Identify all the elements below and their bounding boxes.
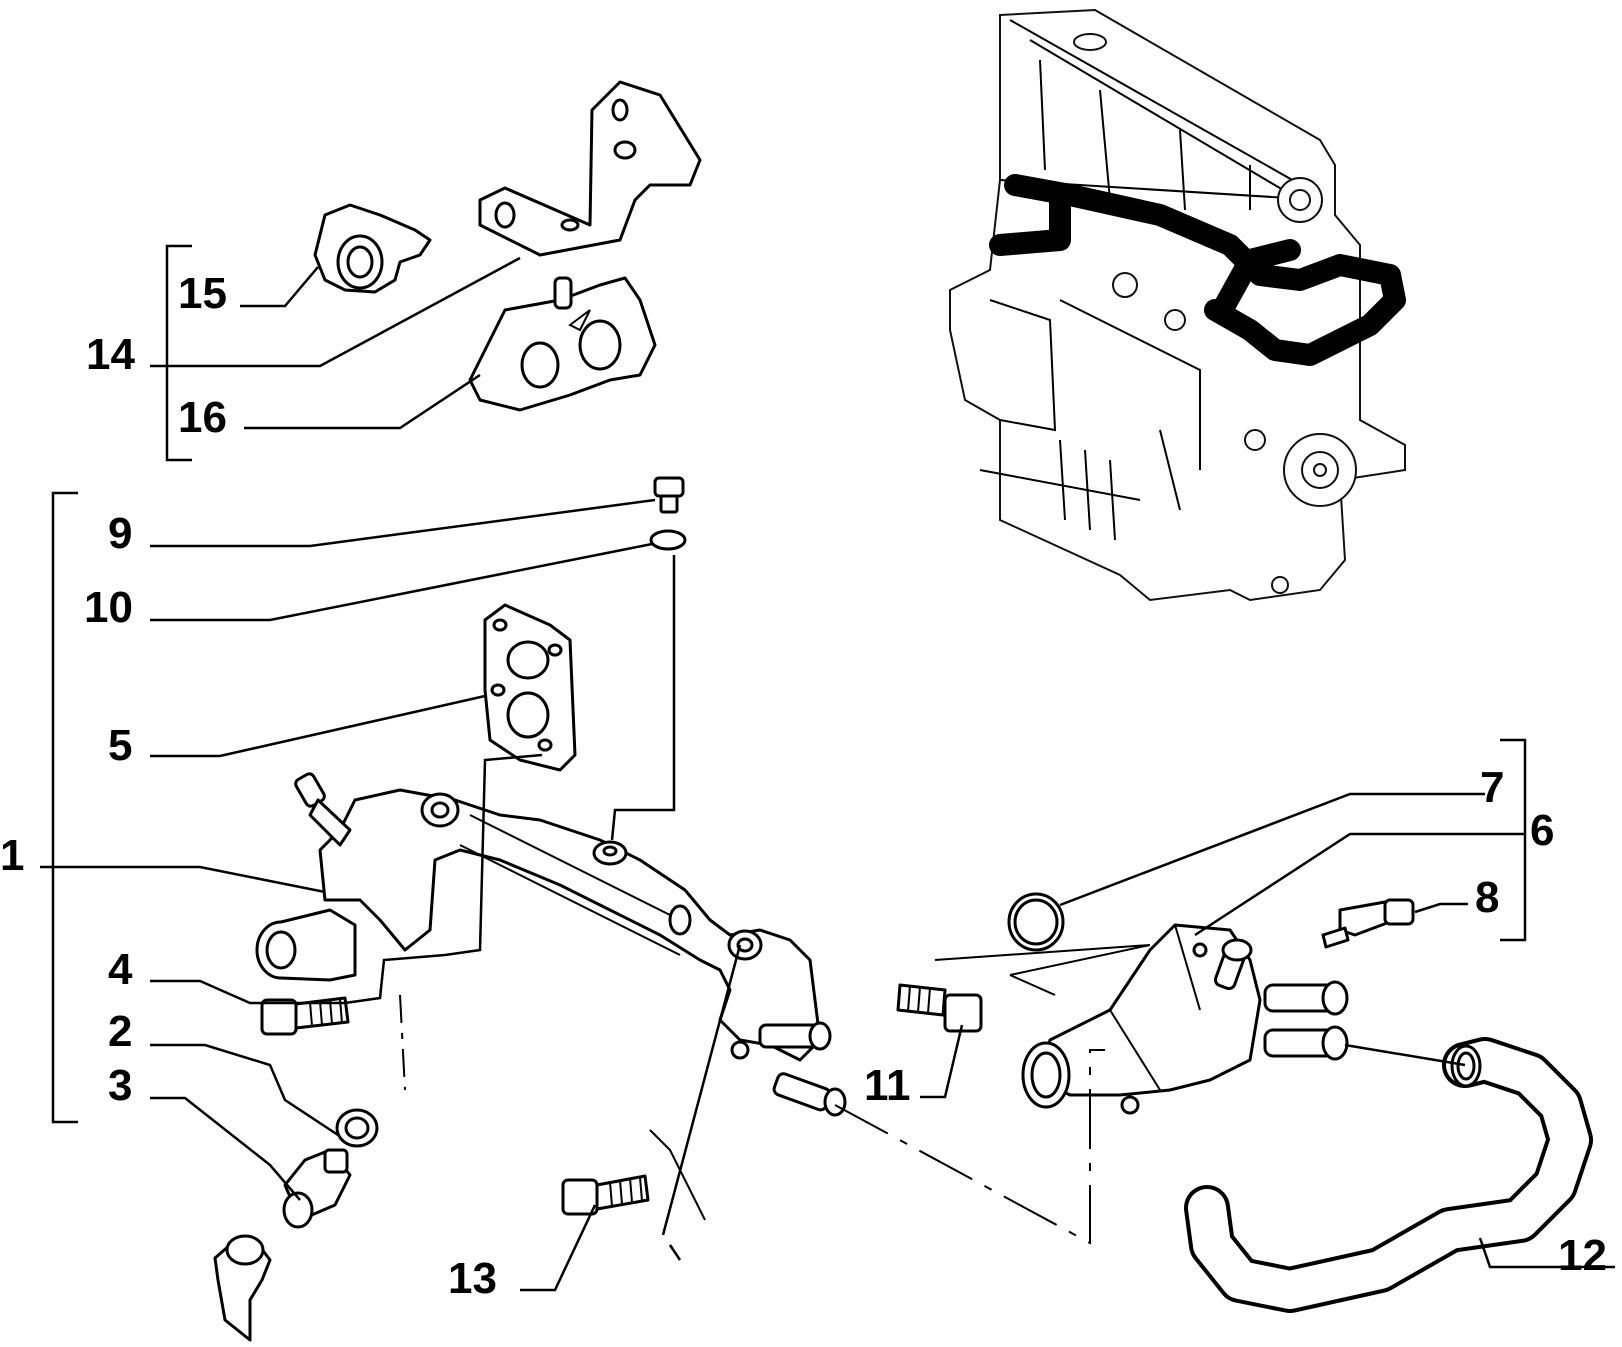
callout-6: 6: [1530, 806, 1554, 855]
callout-14: 14: [86, 330, 135, 379]
engine-block-illustration: [949, 8, 1406, 602]
bracket-part-illustration: [478, 80, 702, 257]
callout-12: 12: [1558, 1231, 1607, 1280]
hose-12-illustration: [1184, 1037, 1593, 1313]
hose-clamp-illustration: [313, 203, 432, 294]
callout-1: 1: [0, 831, 24, 880]
group-brace-1: [51, 491, 78, 1124]
group-brace-14: [165, 244, 192, 462]
thermostat-housing-6-illustration: [1021, 923, 1349, 1115]
callout-11: 11: [864, 1061, 911, 1110]
seal-ring-2-illustration: [335, 1108, 379, 1148]
group-brace-6: [1500, 738, 1527, 942]
bolt-13-illustration: [561, 1174, 650, 1216]
bolt-11-illustration: [896, 983, 983, 1033]
callout-15: 15: [178, 269, 227, 318]
callout-8: 8: [1475, 873, 1499, 922]
callout-13: 13: [448, 1254, 497, 1303]
callout-2: 2: [108, 1007, 132, 1056]
flange-part-illustration: [468, 276, 657, 412]
fitting-3-illustration: [282, 1148, 352, 1229]
sensor-8-illustration: [1321, 898, 1415, 949]
callout-4: 4: [108, 945, 133, 994]
bolt-4-illustration: [260, 996, 350, 1036]
callout-7: 7: [1480, 763, 1504, 812]
bolt-9-illustration: [653, 476, 685, 514]
assembly-guide-lines: [399, 944, 1151, 1245]
gasket-5-illustration: [483, 603, 577, 772]
callout-10: 10: [84, 583, 133, 632]
callout-16: 16: [178, 393, 227, 442]
washer-10-illustration: [649, 529, 687, 551]
callout-9: 9: [108, 509, 132, 558]
bleed-pipe-illustration: [213, 1234, 272, 1342]
callout-3: 3: [108, 1061, 132, 1110]
callout-5: 5: [108, 721, 132, 770]
coolant-pipe-1-illustration: [255, 772, 847, 1117]
o-ring-7-illustration: [1007, 892, 1065, 952]
leader-lines: [40, 256, 1615, 1292]
